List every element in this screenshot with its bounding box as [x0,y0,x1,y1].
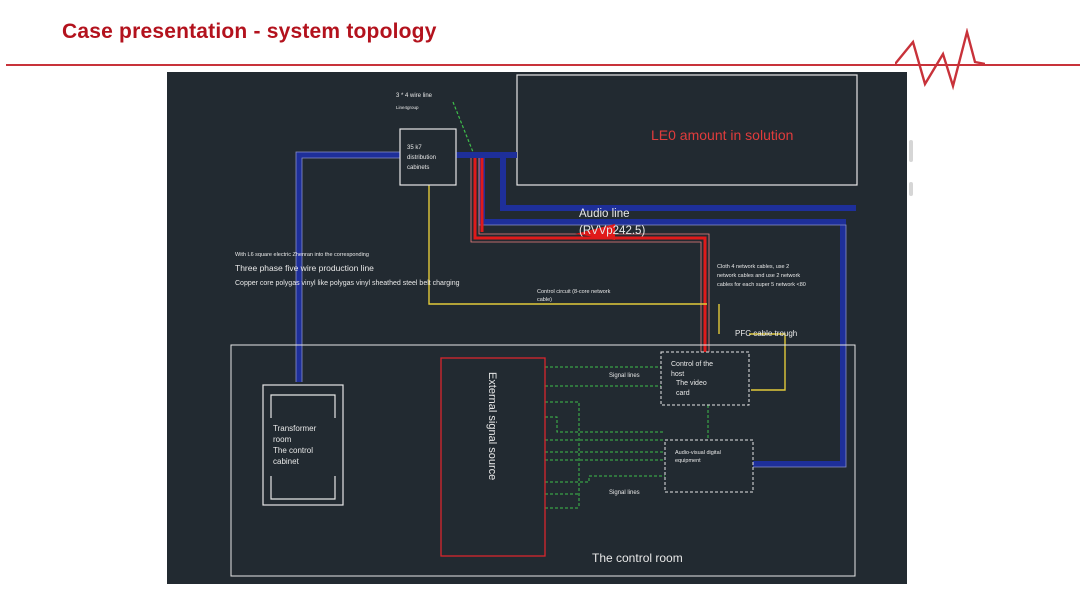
signal-lines-label: Signal lines [609,373,640,379]
av-equipment-box [664,439,754,493]
distribution-cabinet-label: distribution [407,155,436,161]
audio-line-label: Audio line [579,208,630,220]
external-signal-label: External signal source [486,372,498,480]
audio-line-spec: (RVVp242.5) [579,225,645,237]
led-solution-label: LE0 amount in solution [651,127,793,143]
power-line-edge [295,151,847,468]
host-control-label: The video [676,380,707,387]
slide-title: Case presentation - system topology [62,20,437,43]
control-room-box [230,344,856,577]
led-solution-box [516,74,858,186]
scroll-indicator [909,140,913,162]
topology-diagram: LE0 amount in solution 35 k7 distributio… [167,72,907,584]
transformer-room-label: Transformer [273,424,317,433]
transformer-room-label: room [273,435,292,444]
production-line-note: With L6 square electric Zhenran into the… [235,252,369,258]
audio-line-edge [470,158,710,352]
distribution-cabinet-box [399,128,457,186]
heartbeat-pulse-icon [895,28,985,91]
control-room-label: The control room [592,551,683,565]
distribution-cabinet-label: cabinets [407,165,429,171]
transformer-room-label: cabinet [273,457,300,466]
transformer-room-box [262,384,344,506]
host-control-box [660,351,750,406]
host-control-label: card [676,390,690,397]
transformer-room-label: The control [273,446,313,455]
audio-line-marker [575,224,615,240]
signal-lines-green [545,366,709,509]
topology-svg: LE0 amount in solution 35 k7 distributio… [230,74,858,577]
power-line-blue [296,152,856,467]
external-signal-box [440,357,546,557]
pfc-trough-label: PFC cable trough [735,329,797,338]
network-cables-label: cables for each super 5 network <80 [717,282,806,288]
host-control-label: host [671,371,684,378]
av-equipment-label: Audio-visual digital [675,450,721,456]
scroll-indicator [909,182,913,196]
production-line-label: Three phase five wire production line [235,263,374,273]
wire-line-sublabel: Line4group [396,105,419,110]
network-cables-label: Cloth 4 network cables, use 2 [717,264,789,270]
transformer-room-inner [270,394,336,500]
header-divider [6,64,1080,66]
copper-core-label: Copper core polygas vinyl like polygas v… [235,280,460,287]
control-circuit-yellow [428,185,786,391]
wire-line-leader [452,101,474,153]
control-circuit-label: Control circuit (8-core network [537,289,611,295]
wire-line-label: 3 * 4 wire line [396,93,433,99]
host-control-label: Control of the [671,361,713,368]
av-equipment-label: equipment [675,458,701,464]
audio-line-red [473,158,707,352]
distribution-cabinet-label: 35 k7 [407,145,422,151]
control-circuit-label: cable) [537,297,552,303]
signal-lines-label: Signal lines [609,490,640,496]
network-cables-label: network cables and use 2 network [717,273,800,279]
